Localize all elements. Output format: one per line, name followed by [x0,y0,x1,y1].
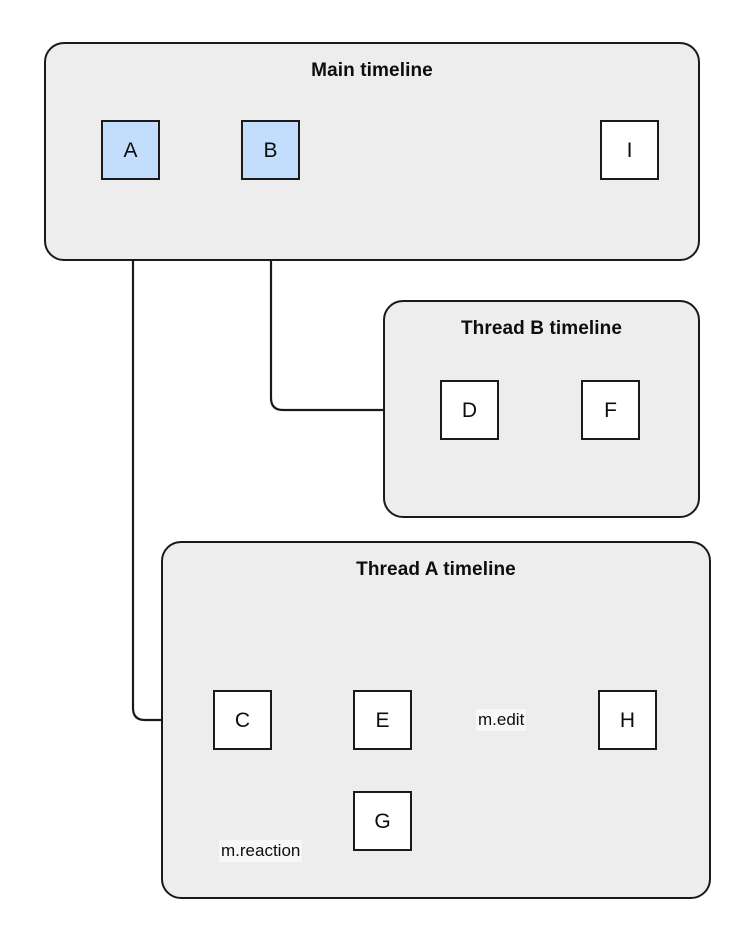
group-title-main: Main timeline [311,60,433,81]
edge-d-to-b [271,192,440,412]
group-thread-b-timeline[interactable]: Thread B timeline [383,300,700,518]
event-node-a[interactable]: A [101,120,160,180]
event-node-f[interactable]: F [581,380,640,440]
group-title-thread-b: Thread B timeline [460,318,623,339]
edge-c-to-a [133,192,213,722]
edge-label-m-reaction: m.reaction [219,840,303,862]
event-node-g[interactable]: G [353,791,412,851]
event-node-b[interactable]: B [241,120,300,180]
event-node-i[interactable]: I [600,120,659,180]
event-node-h[interactable]: H [598,690,657,750]
event-node-d[interactable]: D [440,380,499,440]
event-node-c[interactable]: C [213,690,272,750]
edge-label-m-edit: m.edit [476,709,527,731]
group-title-thread-a: Thread A timeline [356,559,516,580]
event-node-e[interactable]: E [353,690,412,750]
